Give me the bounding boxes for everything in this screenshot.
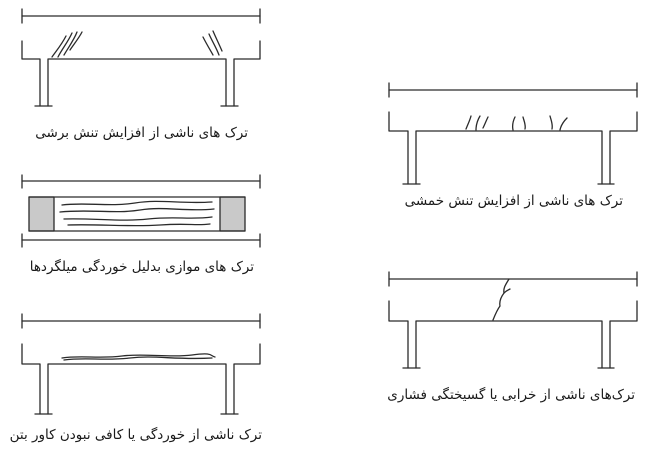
panel-shear-cracks	[22, 9, 260, 106]
dimension-line	[389, 272, 637, 286]
caption-flexural-cracks: ترک های ناشی از افزایش تنش خمشی	[404, 193, 623, 209]
frame-outline	[389, 112, 637, 184]
dimension-line	[22, 175, 260, 188]
frame-outline	[389, 301, 637, 368]
caption-insufficient-cover: ترک ناشی از خوردگی یا کافی نبودن کاور بت…	[9, 427, 262, 443]
dimension-line	[22, 314, 260, 328]
support-block-right	[220, 197, 245, 231]
frame-outline	[22, 41, 260, 106]
panel-compression-failure	[389, 272, 637, 368]
compression-crack	[493, 279, 510, 320]
panel-insufficient-cover	[22, 314, 260, 414]
cover-spalling-crack	[62, 354, 215, 360]
longitudinal-cracks	[60, 201, 214, 225]
caption-shear-cracks: ترک های ناشی از افزایش تنش برشی	[35, 125, 248, 141]
shear-crack-left	[52, 32, 82, 57]
dimension-line	[389, 83, 637, 97]
caption-compression-failure: ترک‌های ناشی از خرابی یا گسیختگی فشاری	[387, 387, 635, 403]
flexural-cracks	[466, 116, 567, 130]
shear-crack-right	[203, 31, 222, 55]
panel-flexural-cracks	[389, 83, 637, 184]
caption-rebar-corrosion: ترک های موازی بدلیل خوردگی میلگردها	[29, 259, 254, 275]
dimension-line	[22, 234, 260, 247]
dimension-line	[22, 9, 260, 23]
panel-rebar-corrosion	[22, 175, 260, 247]
frame-outline	[22, 344, 260, 414]
support-block-left	[29, 197, 54, 231]
